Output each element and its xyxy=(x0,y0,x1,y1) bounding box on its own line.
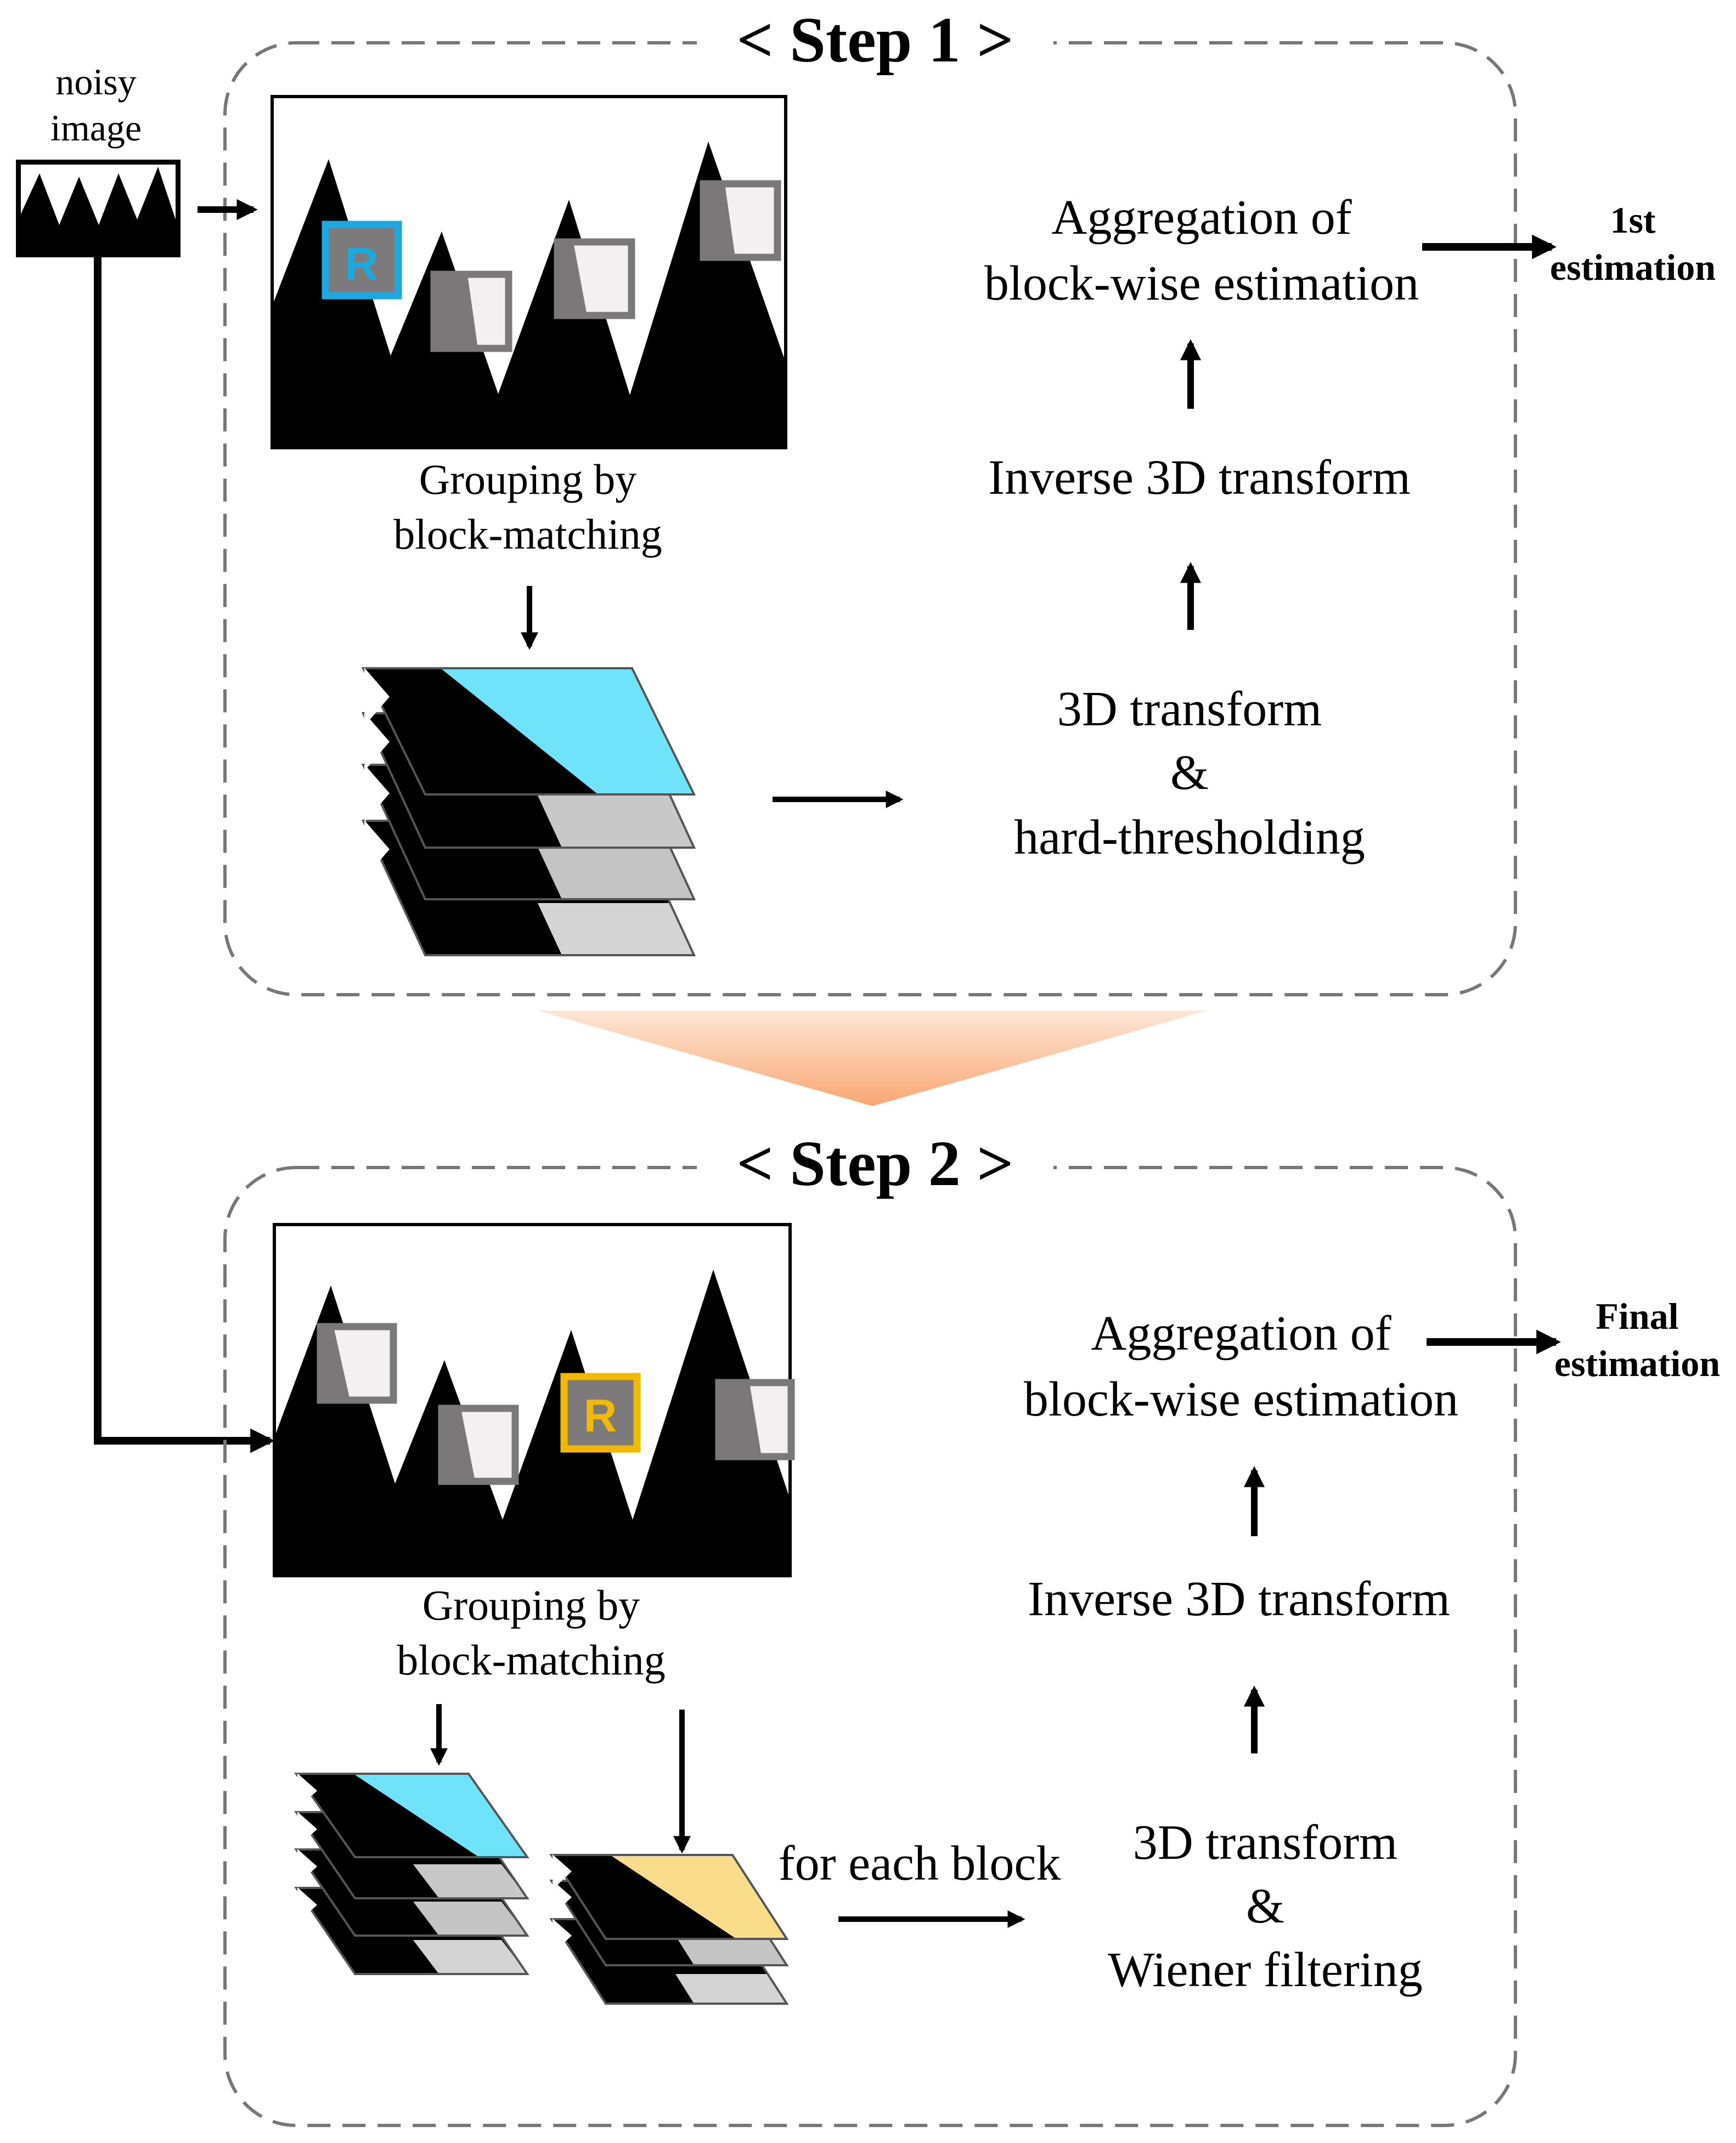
step2-output-line1: Final xyxy=(1596,1295,1678,1337)
step1-grouping-line2: block-matching xyxy=(393,510,662,558)
step2-for-each-block: for each block xyxy=(779,1836,1061,1891)
step1-transform-line2: & xyxy=(1170,746,1209,800)
step2-reference-letter: R xyxy=(584,1390,617,1441)
step2-title-background xyxy=(697,1133,1053,1194)
step1-image: R xyxy=(270,95,787,449)
step1-block-group-stack xyxy=(361,667,696,956)
step2-transform-line3: Wiener filtering xyxy=(1108,1943,1423,1997)
step1-transform-line3: hard-thresholding xyxy=(1014,810,1365,865)
step2-aggregation-line2: block-wise estimation xyxy=(1024,1372,1458,1426)
step-transition-wedge xyxy=(538,1011,1207,1106)
step2-yellow-group-stack xyxy=(549,1854,789,2005)
step2-grouping-line1: Grouping by xyxy=(422,1581,640,1629)
step1-matched-block-3 xyxy=(700,180,781,261)
blue-group-layer-1 xyxy=(294,1773,529,1858)
step2-panel: < Step 2 > R Grouping by xyxy=(223,1127,1720,2127)
step2-matched-block-2 xyxy=(438,1405,519,1485)
step2-grouping-line2: block-matching xyxy=(397,1636,666,1684)
step2-matched-block-1 xyxy=(317,1323,397,1404)
step1-output-line1: 1st xyxy=(1610,199,1655,241)
input-label-line2: image xyxy=(50,107,142,149)
step2-reference-block xyxy=(560,1373,641,1453)
step1-output-line2: estimation xyxy=(1550,246,1716,288)
step1-panel: < Step 1 > noisy image R xyxy=(16,4,1716,996)
step1-transform-line1: 3D transform xyxy=(1057,682,1322,736)
step2-aggregation-line1: Aggregation of xyxy=(1091,1306,1391,1361)
step2-transform-line1: 3D transform xyxy=(1133,1815,1397,1870)
step1-title-background xyxy=(697,11,1053,71)
step2-transform-line2: & xyxy=(1246,1879,1284,1933)
step1-matched-block-2 xyxy=(554,238,635,319)
step2-matched-block-3 xyxy=(715,1379,795,1460)
step2-output-line2: estimation xyxy=(1554,1343,1720,1384)
input-to-step2-connector xyxy=(94,256,275,1453)
yellow-group-layer-1 xyxy=(549,1854,789,1940)
step1-matched-block-1 xyxy=(430,270,512,352)
step2-blue-group-stack xyxy=(294,1773,529,1975)
step1-aggregation-line1: Aggregation of xyxy=(1051,190,1351,245)
step1-title: < Step 1 > xyxy=(737,4,1014,76)
step1-reference-block xyxy=(322,221,402,300)
noisy-image-icon xyxy=(16,160,181,257)
step2-inverse-transform: Inverse 3D transform xyxy=(1028,1572,1450,1626)
step1-reference-letter: R xyxy=(345,238,379,290)
group-layer-1 xyxy=(361,667,696,796)
step1-grouping-line1: Grouping by xyxy=(419,455,636,503)
input-label-line1: noisy xyxy=(55,61,136,103)
step1-aggregation-line2: block-wise estimation xyxy=(984,256,1419,311)
step2-image: R xyxy=(273,1223,795,1577)
step2-title: < Step 2 > xyxy=(737,1127,1014,1199)
step1-inverse-transform: Inverse 3D transform xyxy=(988,450,1411,505)
